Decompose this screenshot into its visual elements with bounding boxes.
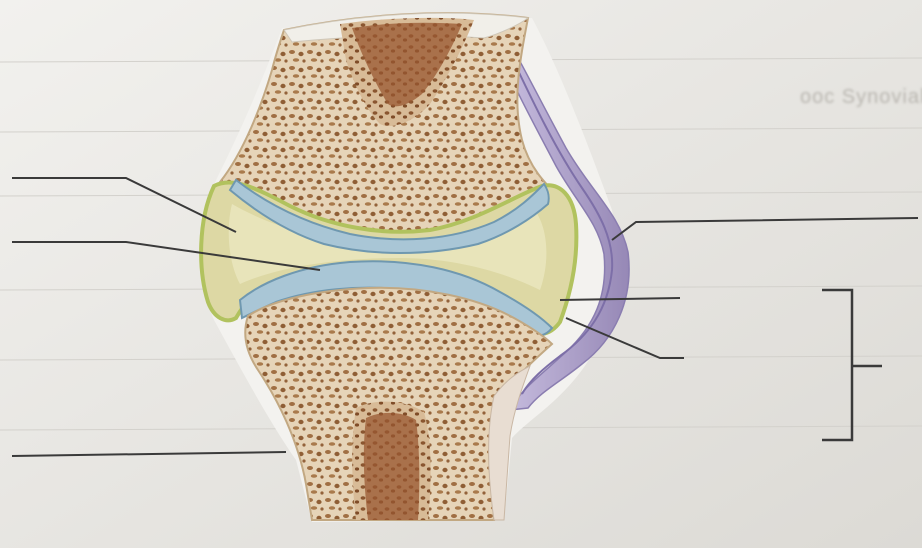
lower-marrow-core bbox=[364, 413, 419, 520]
faint-heading: ooc Synovial Joints bbox=[800, 86, 922, 109]
